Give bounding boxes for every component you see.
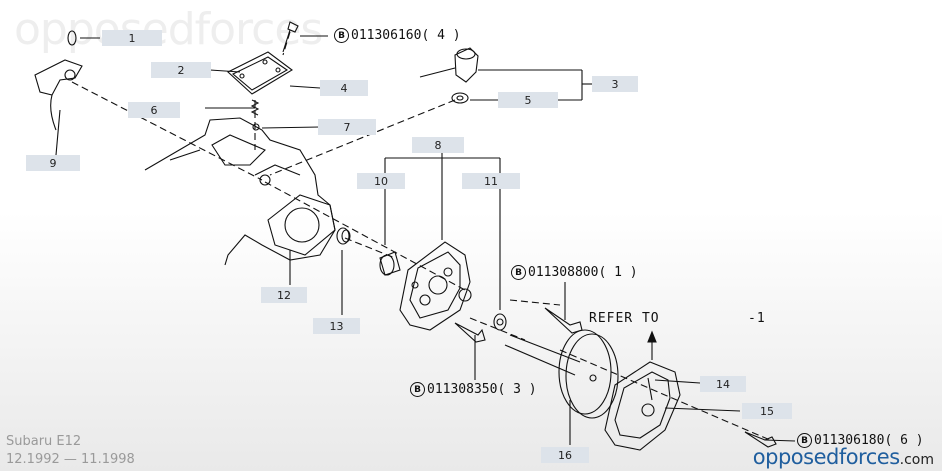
callout-14: 14 [700,376,746,392]
refer-to-suffix: -1 [748,311,766,326]
callout-4: 4 [320,80,368,96]
callout-12: 12 [261,287,307,303]
part-ref-011308350: B 011308350 ( 3 ) [410,382,537,397]
callout-9: 9 [26,155,80,171]
part-seal-13 [336,227,351,245]
part-bushing-11 [493,313,507,331]
part-ref-011306160: B 011306160 ( 4 ) [334,28,461,43]
model-name: Subaru E12 [6,434,82,449]
brand-name: opposedforces [752,445,900,469]
part-bushing-10 [379,251,401,276]
refer-arrow [647,330,657,360]
part-plate-2-4 [227,51,293,95]
callout-15: 15 [742,403,792,419]
part-number: 011308350 [427,382,498,397]
watermark: opposedforces [14,4,323,55]
part-cover-8 [399,241,472,331]
part-number: 011308800 [528,265,599,280]
callout-10: 10 [357,173,405,189]
callout-1: 1 [102,30,162,46]
part-ref-011306180: B 011306180 ( 6 ) [797,433,924,448]
part-qty: ( 3 ) [497,382,537,397]
callout-13: 13 [313,318,360,334]
transmission-housing [144,117,336,266]
callout-2: 2 [151,62,211,78]
part-number: 011306160 [351,28,422,43]
b-circle-icon: B [410,382,425,397]
callout-8: 8 [412,137,464,153]
b-circle-icon: B [797,433,812,448]
part-ref-011308800: B 011308800 ( 1 ) [511,265,638,280]
part-pin-1 [67,30,77,46]
part-number: 011306180 [814,433,885,448]
callout-5: 5 [498,92,558,108]
b-circle-icon: B [334,28,349,43]
brand-tld: .com [899,452,934,468]
part-qty: ( 6 ) [884,433,924,448]
callout-7: 7 [318,119,376,135]
part-shaft-16 [504,329,619,419]
part-qty: ( 4 ) [421,28,461,43]
part-spring-6 [250,99,260,131]
callout-3: 3 [592,76,638,92]
brand-logo[interactable]: opposedforces.com [753,445,934,469]
part-bolts [282,21,777,448]
part-lever-9 [34,59,83,131]
callout-6: 6 [128,102,180,118]
refer-to-label: REFER TO [589,311,660,326]
callout-16: 16 [541,447,589,463]
part-gasket-12 [267,194,336,256]
part-qty: ( 1 ) [598,265,638,280]
b-circle-icon: B [511,265,526,280]
part-selector-3 [451,47,479,104]
part-cover-15 [604,361,681,451]
callout-11: 11 [462,173,520,189]
model-period: 12.1992 — 11.1998 [6,452,135,467]
dashed-leaders [71,31,771,441]
